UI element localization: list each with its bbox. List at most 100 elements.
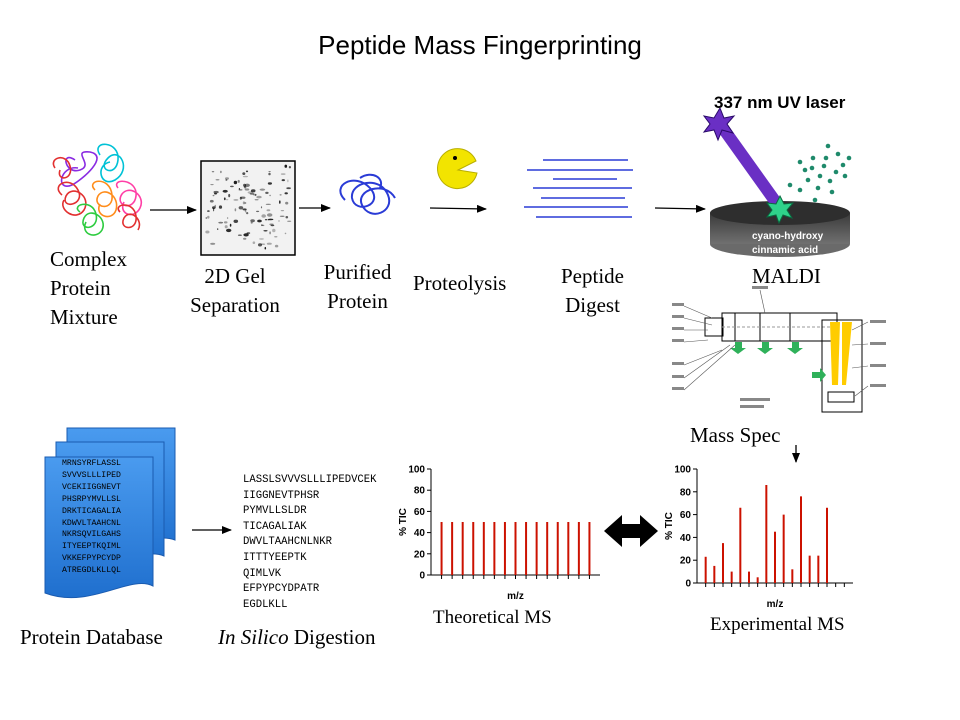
ion-dot	[825, 143, 831, 149]
gel-spot	[252, 193, 257, 196]
gel-spot	[284, 164, 288, 168]
gel-separation-label: 2D Gel Separation	[170, 264, 300, 318]
gel-spot	[254, 193, 257, 197]
gel-spot	[280, 173, 286, 175]
ion-dot	[815, 185, 821, 191]
y-tick-label: 0	[419, 571, 425, 582]
peptide-item: PYMVLLSLDR	[243, 505, 307, 518]
proteolysis-label: Proteolysis	[413, 271, 507, 295]
label-line: Digest	[565, 293, 620, 318]
label-line: Peptide	[561, 264, 624, 288]
in-silico-italic: In Silico	[218, 625, 289, 649]
gel-spot	[242, 175, 248, 178]
y-axis-label: % TIC	[398, 508, 409, 536]
label-line: Mixture	[50, 305, 118, 330]
gel-spot	[228, 193, 231, 198]
gel-spot	[242, 208, 247, 211]
ion-dot	[787, 182, 793, 188]
gel-spot	[257, 219, 262, 223]
gel-spot	[244, 188, 250, 191]
theoretical-ms-label: Theoretical MS	[433, 607, 552, 628]
gel-spot	[265, 203, 271, 205]
ion-dot	[805, 177, 811, 183]
peptide-item: EFPYPCYDPATR	[243, 583, 320, 596]
gel-spot	[223, 221, 228, 224]
y-axis-label: % TIC	[664, 512, 675, 540]
ion-dot	[835, 151, 841, 157]
gel-spot	[242, 201, 245, 205]
gel-spot	[279, 200, 281, 204]
y-tick-label: 40	[680, 533, 692, 544]
y-tick-label: 100	[408, 465, 425, 476]
gel-spot	[230, 185, 234, 188]
gel-spot	[238, 189, 243, 191]
ion-dot	[827, 178, 833, 184]
gel-spot	[263, 230, 268, 232]
gel-spot	[212, 194, 215, 197]
label-line: Purified	[323, 260, 392, 284]
peptide-digest-label: Peptide Digest	[535, 264, 650, 318]
gel-spot	[234, 208, 237, 212]
sequence-line: VKKEFPYPCYDP	[62, 554, 121, 564]
gel-spot	[278, 220, 280, 222]
gel-spot	[239, 196, 242, 200]
y-tick-label: 100	[674, 465, 691, 476]
gel-spot	[243, 237, 247, 240]
ion-dot	[821, 163, 827, 169]
gel-spot	[269, 194, 271, 197]
gel-spot	[284, 192, 288, 195]
gel-spot	[218, 205, 223, 209]
peptide-item: TICAGALIAK	[243, 520, 307, 533]
complex-protein-mixture-label: Complex Protein Mixture	[50, 247, 127, 331]
gel-spot	[266, 242, 272, 245]
ion-dot	[802, 167, 808, 173]
gel-spot	[226, 228, 232, 233]
gel-spot	[212, 206, 216, 210]
sequence-line: DRKTICAGALIA	[62, 506, 121, 516]
peptide-item: EGDLKLL	[243, 598, 288, 611]
label-line: Separation	[190, 293, 280, 318]
gel-spot	[238, 206, 244, 210]
gel-spot	[267, 213, 273, 217]
gel-spot	[279, 215, 285, 217]
gel-spot	[245, 170, 249, 173]
gel-spot	[246, 232, 251, 234]
laser-beam	[702, 106, 795, 225]
database-sequence: MRNSYRFLASSL SVVVSLLLIPED VCEKIIGGNEVT P…	[62, 458, 121, 577]
gel-spot	[213, 190, 219, 194]
experimental-ms-label: Experimental MS	[710, 614, 845, 635]
gel-spot	[266, 209, 271, 212]
in-silico-digestion-label: In Silico Digestion	[218, 625, 376, 650]
gel-image	[200, 160, 296, 256]
compare-double-arrow	[604, 515, 658, 547]
gel-spot	[268, 172, 271, 176]
mass-spec-label: Mass Spec	[690, 423, 781, 447]
ion-dot	[809, 165, 815, 171]
peptide-list: LASSLSVVVSLLLIPEDVCEK IIGGNEVTPHSR PYMVL…	[243, 473, 377, 613]
digestion-word: Digestion	[288, 625, 376, 649]
gel-spot	[225, 199, 229, 201]
gel-spot	[259, 188, 266, 191]
sequence-line: SVVVSLLLIPED	[62, 470, 121, 480]
gel-spot	[286, 187, 291, 190]
gel-spot	[223, 197, 226, 201]
gel-spot	[264, 246, 267, 250]
gel-spot	[256, 210, 260, 213]
gel-spot	[269, 223, 274, 225]
ion-dot	[823, 155, 829, 161]
ion-dot	[846, 155, 852, 161]
gel-spot	[226, 217, 229, 219]
gel-spot	[250, 189, 256, 193]
protein-database-icon	[44, 427, 176, 599]
peptide-fragments-icon	[524, 159, 633, 218]
gel-spot	[265, 191, 269, 194]
workflow-arrows	[150, 204, 800, 534]
gel-spot	[237, 234, 242, 236]
gel-spot	[280, 210, 285, 212]
gel-spot	[205, 230, 210, 234]
gel-spot	[210, 184, 214, 186]
gel-spot	[233, 180, 238, 185]
